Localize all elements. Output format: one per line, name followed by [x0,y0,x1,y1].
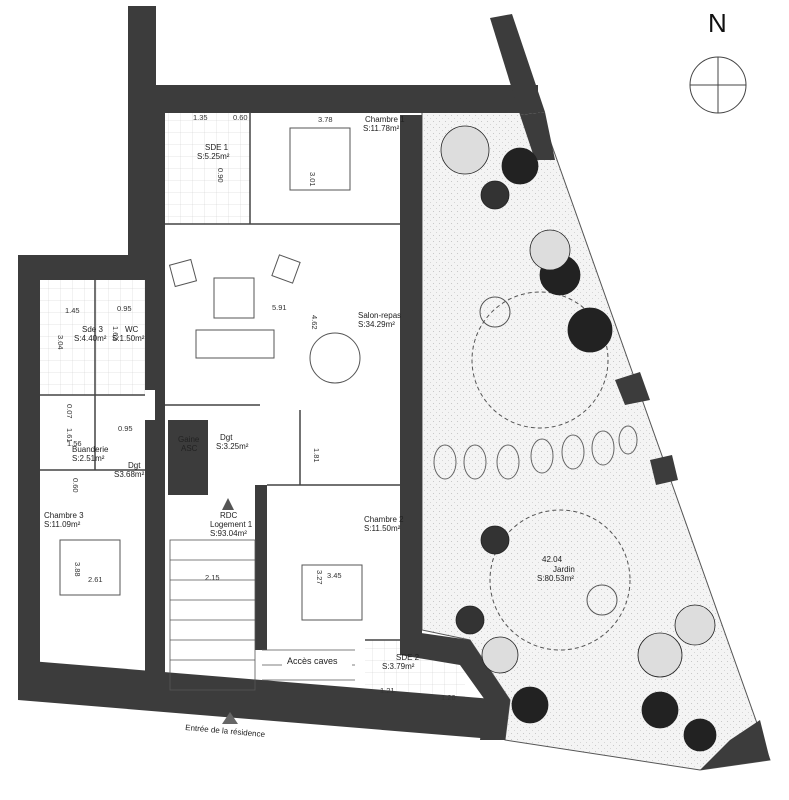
dim-label: 4.62 [310,315,319,330]
chambre3-area: S:11.09m² [44,520,81,529]
salon-area: S:34.29m² [358,320,395,329]
north-label: N [708,8,727,38]
vegetation [440,125,717,752]
dim-label: 0.60 [71,478,80,493]
chambre1-area: S:11.78m² [363,124,400,133]
entrance-triangle-icon [222,712,238,724]
north-arrow-icon [689,56,747,114]
dim-label: 3.01 [308,172,317,187]
sde3-tiles [40,280,145,395]
furniture [59,127,631,651]
staircase [169,539,355,691]
chambre1-name: Chambre 1 [365,115,405,124]
sde1-area: S:5.25m² [197,152,230,161]
dim-label: 2.15 [205,573,220,582]
dim-label: 1.63 [111,326,120,341]
chambre2-area: S:11.50m² [364,524,401,533]
jardin-code: 42.04 [542,555,563,564]
dim-label: 3.88 [73,562,82,577]
buanderie-area: S:2.51m² [72,454,105,463]
dim-label: 1.26 [441,693,456,702]
sde1-tiles [165,112,250,224]
dgt-small-area: S3.68m² [114,470,145,479]
caves-label: Accès caves [287,656,338,666]
sde2-name: SDE 2 [396,653,420,662]
buanderie-name: Buanderie [72,445,109,454]
dim-label: 3.78 [318,115,333,124]
sde3-area: S:4.40m² [74,334,107,343]
dgt-name: Dgt [220,433,233,442]
chambre3-name: Chambre 3 [44,511,84,520]
dgt-area: S:3.25m² [216,442,249,451]
dgt-small-name: Dgt [128,461,141,470]
entrance-marker-icon [222,498,234,510]
stepping-stones [433,425,638,480]
gaine-sub: ASC [181,444,198,453]
jardin-name: Jardin [553,565,575,574]
dim-label: 3.45 [327,571,342,580]
chambre2-name: Chambre 2 [364,515,404,524]
dim-label: 5.91 [272,303,287,312]
walls [18,6,770,770]
dim-label: 1.81 [312,448,321,463]
dim-label: 1.61 [65,428,74,443]
jardin-area: S:80.53m² [537,574,574,583]
wc-area: S:1.50m² [112,334,145,343]
sde1-name: SDE 1 [205,143,229,152]
sde3-name: Sde 3 [82,325,103,334]
rdc-line1: RDC [220,511,238,520]
dim-label: 1.45 [65,306,80,315]
dim-label: 3.27 [315,570,324,585]
dim-label: 2.61 [88,575,103,584]
dim-label: 0.95 [118,424,133,433]
interior-walls [40,112,400,641]
dim-label: 0.95 [117,304,132,313]
entree-label: Entrée de la résidence [185,723,266,739]
dim-label: 0.07 [65,404,74,419]
dim-label: 0.90 [216,168,225,183]
dim-label: 0.60 [233,113,248,122]
dim-label: 3.04 [56,335,65,350]
rdc-line2: Logement 1 [210,520,253,529]
salon-name: Salon-repas [358,311,401,320]
wc-name: WC [125,325,139,334]
gaine-name: Gaine [178,435,200,444]
rdc-line3: S:93.04m² [210,529,247,538]
dim-label: 1.21 [380,686,395,695]
dim-label: 1.56 [67,439,82,448]
sde2-area: S:3.79m² [382,662,415,671]
dim-label: 1.35 [193,113,208,122]
